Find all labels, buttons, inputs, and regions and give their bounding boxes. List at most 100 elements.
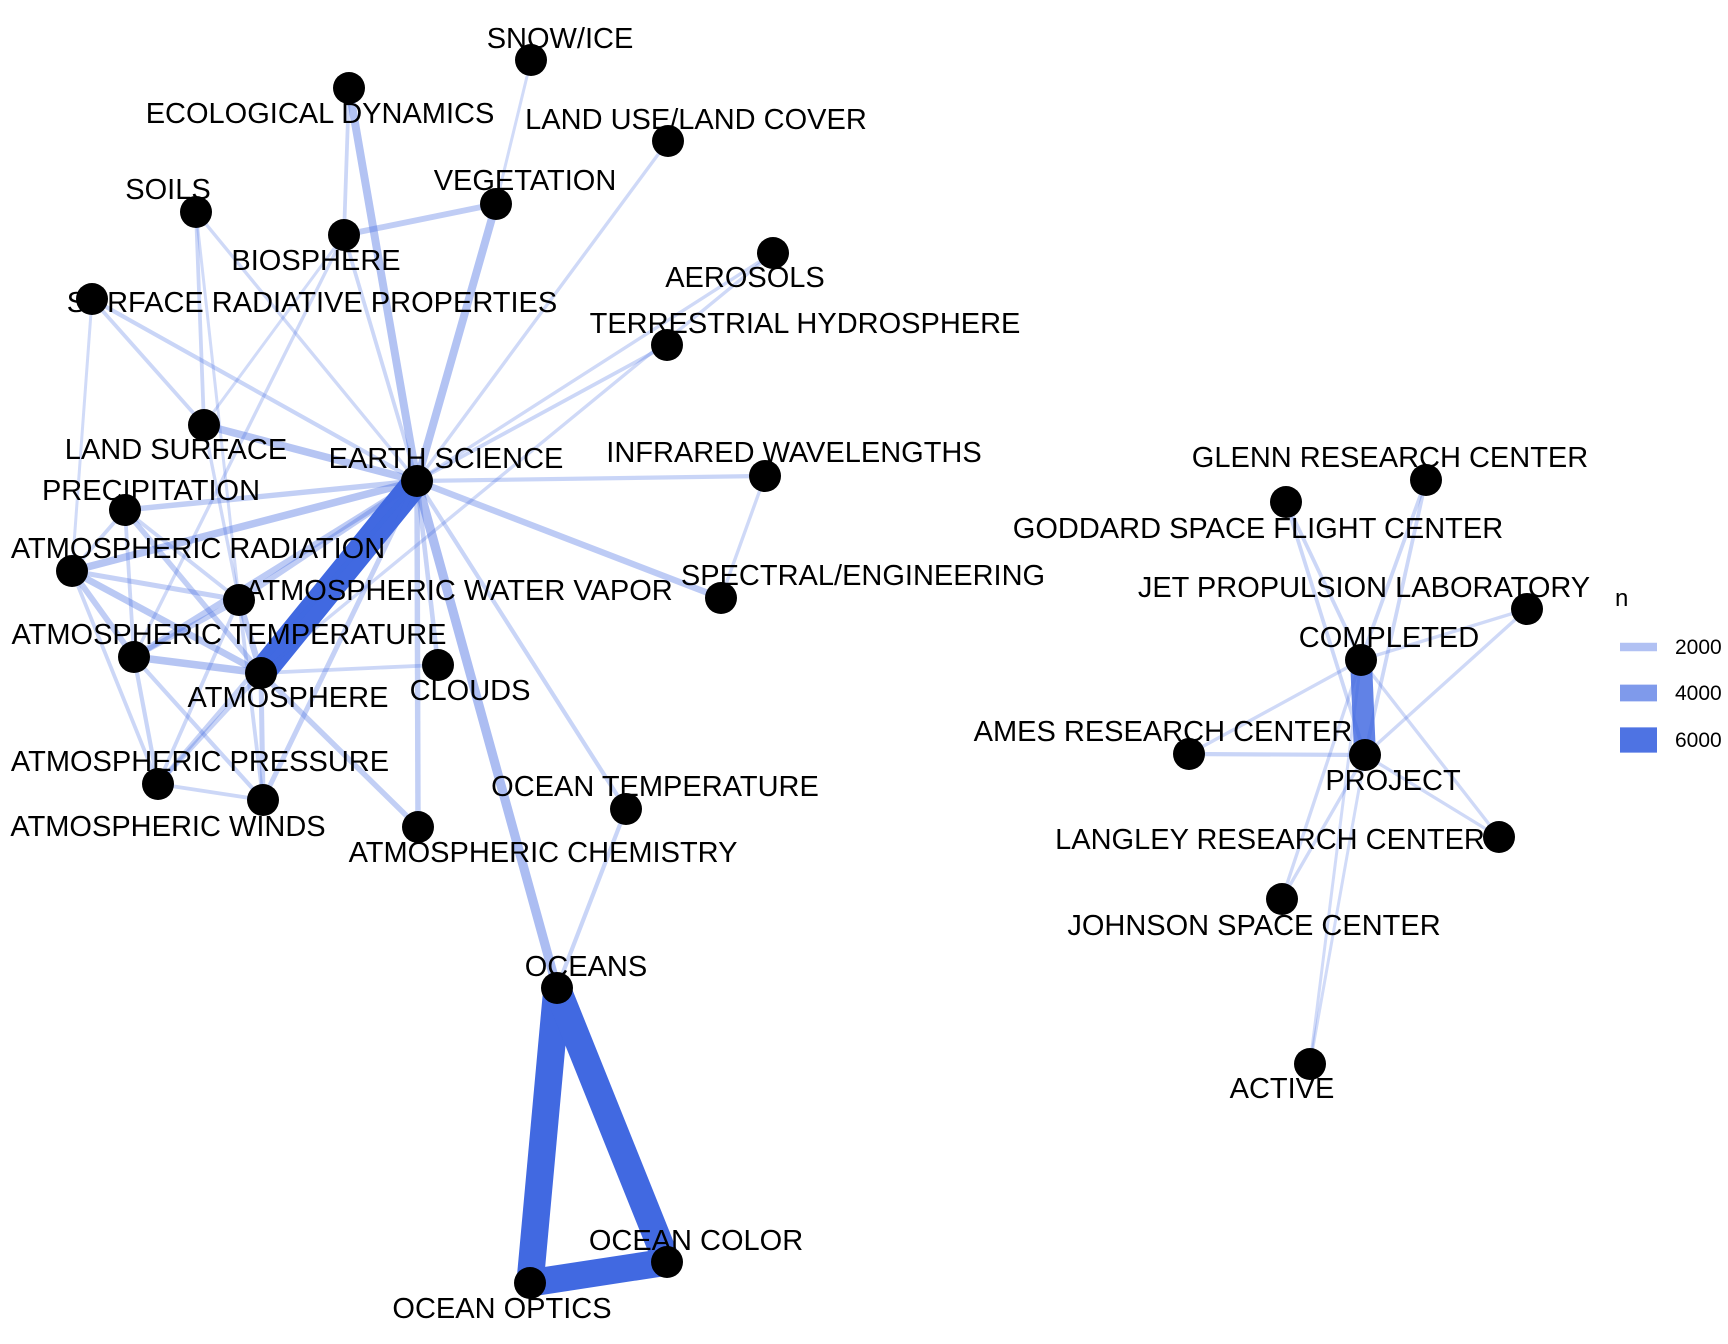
edge [1359,658,1501,839]
node-dot [245,657,277,689]
edge [70,298,94,572]
edge [414,480,441,666]
node-label: COMPLETED [1299,622,1479,654]
edge [1188,751,1366,758]
edge [237,478,419,603]
legend: n 2000 4000 6000 [1615,585,1722,753]
node-label: GODDARD SPACE FLIGHT CENTER [1013,513,1503,545]
edge [194,211,241,601]
edge [412,479,562,990]
edge [70,570,160,785]
legend-label: 4000 [1675,682,1722,705]
node-dot [180,196,212,228]
node-label: PRECIPITATION [42,475,260,507]
edge [516,986,571,1285]
node-label: EARTH SCIENCE [329,443,564,475]
node-dot [541,972,573,1004]
node-label: PROJECT [1325,765,1461,797]
edge [157,782,264,802]
node-dot [109,494,141,526]
edge [194,210,419,483]
node-label: ACTIVE [1230,1073,1335,1105]
node-dot [1345,644,1377,676]
node-dot [480,188,512,220]
edge [259,251,775,675]
node-dot [401,465,433,497]
node-label: ATMOSPHERIC PRESSURE [11,746,389,778]
edge [133,653,262,677]
node-dot [247,784,279,816]
node-dot [705,582,737,614]
edge [415,140,670,482]
node-label: ATMOSPHERIC TEMPERATURE [11,619,446,651]
edges-layer [69,59,1529,1297]
node-dot [749,460,781,492]
edge [1188,658,1362,756]
edge [1359,479,1428,661]
edge [194,211,206,426]
node-dot [757,237,789,269]
edge [1360,607,1528,662]
node-dot [333,72,365,104]
node-label: BIOSPHERE [231,245,400,277]
edge [413,202,500,483]
legend-label: 2000 [1675,636,1722,659]
node-dot [651,329,683,361]
node-label: ECOLOGICAL DYNAMICS [146,98,495,130]
edge [1280,659,1363,900]
node-dot [142,768,174,800]
node-dot [652,125,684,157]
edge [527,1248,670,1297]
edge [258,672,266,801]
edge [555,808,628,989]
edge [260,663,439,675]
edge [342,234,419,482]
node-label: SOILS [125,174,210,206]
node-label: SPECTRAL/ENGINEERING [681,560,1045,592]
node-label: GLENN RESEARCH CENTER [1192,442,1588,474]
edge [250,472,428,682]
node-label: ATMOSPHERE [188,682,389,714]
edge [342,87,351,236]
node-label: OCEAN TEMPERATURE [491,771,819,803]
edge [237,599,265,801]
node-label: LAND SURFACE [65,434,287,466]
edge [156,599,241,785]
edge [416,251,774,483]
node-dot [328,219,360,251]
edge [416,473,766,484]
edge [131,656,161,785]
edge [260,479,420,802]
edge [1284,501,1367,756]
node-dot [1483,821,1515,853]
node-dot [514,1267,546,1299]
edge [1364,753,1500,839]
edge [259,671,420,829]
node-label: INFRARED WAVELENGTHS [606,437,981,469]
node-label: ATMOSPHERIC WINDS [10,811,325,843]
node-dot [76,283,108,315]
edge [494,59,533,205]
edge [1363,607,1529,757]
edge [123,509,136,658]
node-label: AEROSOLS [665,262,825,294]
node-label: ATMOSPHERIC WATER VAPOR [245,575,673,607]
node-dot [1270,486,1302,518]
node-dot [188,409,220,441]
edge [90,297,419,483]
node-dot [1511,593,1543,625]
edge [132,597,241,660]
legend-label: 6000 [1675,729,1722,752]
nodes-layer [56,44,1543,1299]
edge [416,343,668,483]
edge [415,478,723,601]
node-dot [515,44,547,76]
node-label: OCEAN COLOR [589,1225,803,1257]
edge [343,201,497,238]
edge [202,234,346,426]
legend-title: n [1615,585,1628,612]
edge [132,234,346,658]
legend-items: 2000 4000 6000 [1620,636,1722,753]
